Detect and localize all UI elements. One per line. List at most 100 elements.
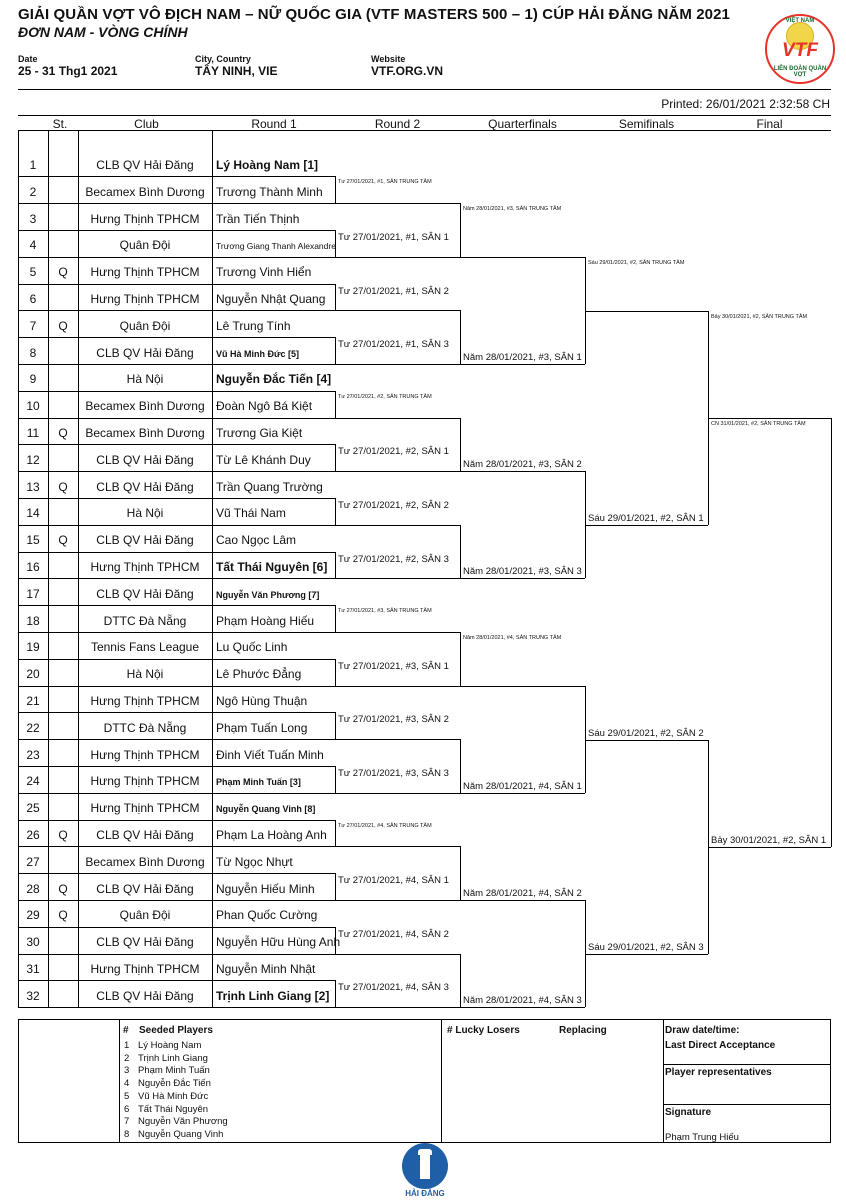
row-club: CLB QV Hải Đăng [96,479,194,494]
seeded-number: 6 [124,1103,130,1115]
qf-slot-line [460,578,585,579]
r1-connector [335,498,336,525]
player-name: Trần Quang Trường [216,479,323,494]
row-status: Q [58,908,68,923]
r2-slot-line [335,632,460,633]
date-value: 25 - 31 Thg1 2021 [18,64,118,78]
qf-connector [585,900,586,1007]
match-info-r1: Tư 27/01/2021, #2, SÂN TRUNG TÂM [338,394,432,400]
match-info-r1: Tư 27/01/2021, #3, SÂN 1 [338,661,449,672]
qf-slot-line [460,471,585,472]
player-name: Đinh Viết Tuấn Minh [216,747,324,762]
row-number: 32 [26,988,40,1003]
row-number: 21 [26,694,40,708]
match-info-r1: Tư 27/01/2021, #3, SÂN 2 [338,714,449,725]
last-direct-acceptance-label: Last Direct Acceptance [665,1040,776,1051]
row-club: Hưng Thịnh TPHCM [90,747,200,762]
seeded-player-name: Phạm Minh Tuấn [138,1065,210,1077]
player-name: Trần Tiến Thịnh [216,211,300,226]
player-name: Nguyễn Văn Phương [7] [216,589,320,600]
row-number: 23 [26,747,40,762]
row-club: Hà Nội [126,667,164,682]
r2-connector [460,418,461,471]
player-name: Nguyễn Nhật Quang [216,292,326,306]
r2-connector [460,203,461,257]
logo-top-text: VIỆT NAM [785,18,815,24]
table-row [18,176,335,177]
row-status: Q [58,479,68,494]
player-name: Tất Thái Nguyên [6] [216,560,328,574]
row-club: Tennis Fans League [90,640,200,655]
logo-bottom-text: LIÊN ĐOÀN QUẦN VỢT [773,66,827,78]
row-number: 17 [26,586,40,601]
table-left-border [18,130,19,1007]
qf-slot-line [460,900,585,901]
row-number: 6 [29,292,37,306]
player-name: Phạm Minh Tuấn [3] [216,777,301,788]
col-header-round2: Round 2 [374,117,421,131]
draw-date-label: Draw date/time: [665,1025,740,1036]
row-number: 22 [26,720,40,735]
r2-slot-line [335,418,460,419]
seeded-number: 5 [124,1090,130,1102]
seeded-header: Seeded Players [139,1025,213,1036]
player-name: Trương Gia Kiệt [216,426,303,440]
seeded-player-name: Vũ Hà Minh Đức [138,1090,209,1102]
seeded-player-name: Tất Thái Nguyên [138,1103,209,1115]
row-club: Hưng Thịnh TPHCM [90,560,200,574]
player-name: Trịnh Linh Giang [2] [216,988,330,1003]
r2-slot-line [335,364,460,365]
seeded-number: 2 [124,1052,130,1064]
document-title: GIẢI QUẦN VỢT VÔ ĐỊCH NAM – NỮ QUỐC GIA … [18,6,730,23]
match-info-r2: Năm 28/01/2021, #3, SÂN 2 [463,459,582,470]
r2-connector [460,739,461,793]
r2-slot-line [335,310,460,311]
seeded-player-name: Trịnh Linh Giang [138,1052,208,1064]
row-status: Q [58,533,68,548]
row-club: Quân Đội [119,238,171,253]
final-connector [831,418,832,847]
seeded-number: 7 [124,1116,130,1128]
r1-connector [335,552,336,578]
sf-slot-line [585,525,708,526]
row-club: Quân Đội [119,318,171,333]
player-name: Phạm Tuấn Long [216,720,308,735]
seeded-player-name: Nguyễn Văn Phương [138,1116,228,1128]
r2-connector [460,632,461,686]
row-club: Hà Nội [126,372,164,387]
row-number: 15 [26,533,40,548]
r1-connector [335,766,336,793]
row-club: Quân Đội [119,908,171,923]
lighthouse-icon-top [418,1149,432,1155]
match-info-r1: Tư 27/01/2021, #1, SÂN TRUNG TÂM [338,179,432,185]
row-number: 27 [26,854,40,869]
st-col-divider [48,130,49,1007]
row-number: 11 [26,426,40,440]
city-label: City, Country [195,54,251,64]
row-number: 24 [26,774,40,789]
row-number: 7 [29,318,37,333]
r1-connector [335,230,336,257]
table-row [18,498,335,499]
table-row [18,927,335,928]
player-name: Lu Quốc Linh [216,640,288,655]
match-info-qf: Sáu 29/01/2021, #2, SÂN 3 [588,942,704,953]
row-number: 28 [26,881,40,896]
table-row [18,712,335,713]
player-name: Lý Hoàng Nam [1] [216,158,319,172]
col-header-round1: Round 1 [251,117,297,131]
club-col-divider [78,130,79,1007]
seeded-number: 3 [124,1065,130,1077]
match-info-sf: Bảy 30/01/2021, #2, SÂN TRUNG TÂM [711,314,808,320]
player-name: Từ Lê Khánh Duy [216,452,311,467]
table-row [18,980,335,981]
player-name: Phạm Hoàng Hiếu [216,613,315,628]
qf-slot-line [460,364,585,365]
table-row [18,793,335,794]
r2-slot-line [335,471,460,472]
table-row [18,766,335,767]
match-info-r1: Tư 27/01/2021, #1, SÂN 3 [338,339,449,350]
seeded-num-header: # [123,1025,129,1036]
